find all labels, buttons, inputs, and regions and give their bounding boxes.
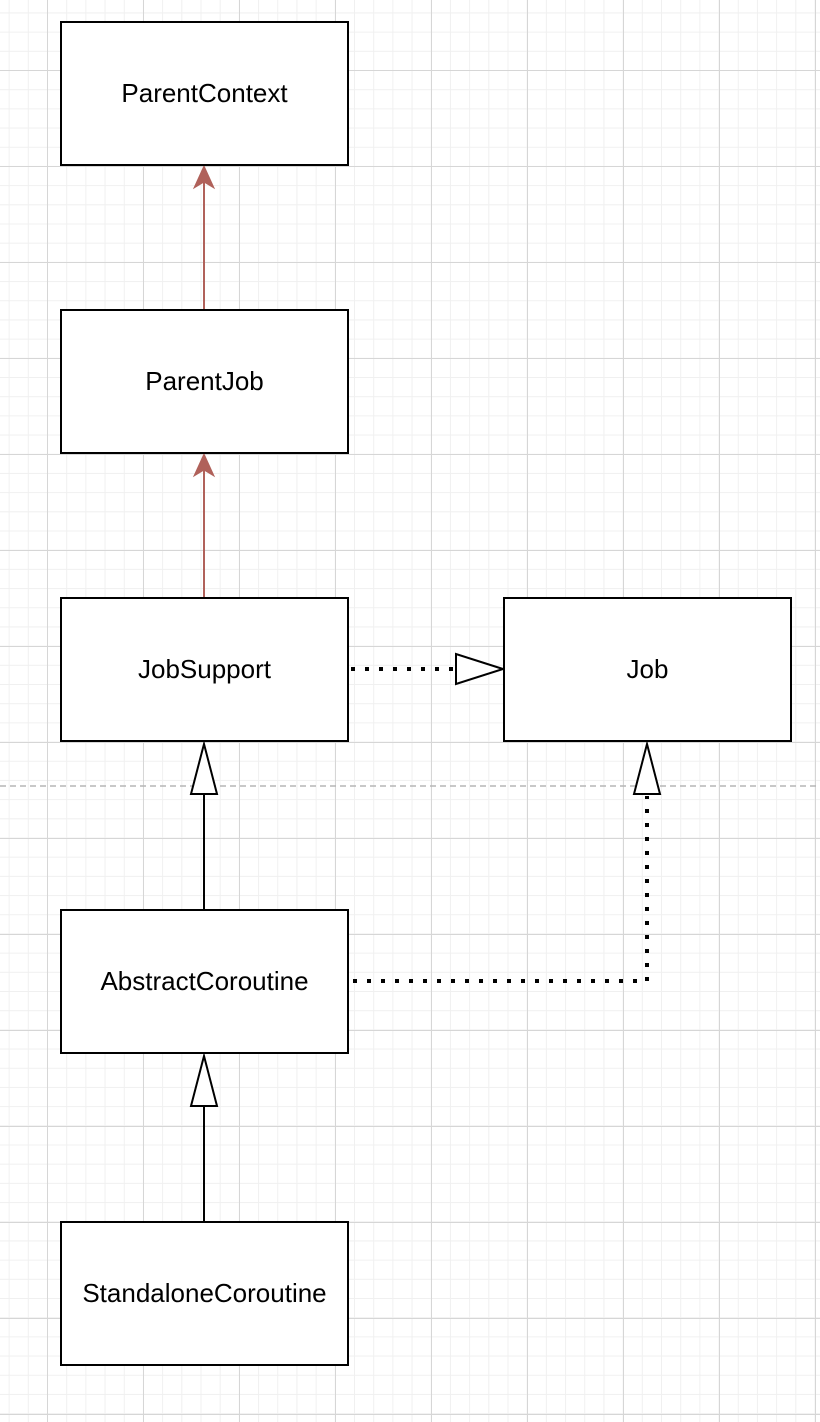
- node-abstract-coroutine[interactable]: AbstractCoroutine: [60, 909, 349, 1054]
- node-label: JobSupport: [138, 654, 271, 684]
- node-label: AbstractCoroutine: [100, 966, 309, 996]
- realization-line: [353, 796, 649, 983]
- hollow-triangle-icon: [189, 740, 219, 795]
- arrowhead-icon: [192, 164, 216, 190]
- node-standalone-coroutine[interactable]: StandaloneCoroutine: [60, 1221, 349, 1366]
- node-label: ParentJob: [145, 366, 264, 396]
- hollow-triangle-icon: [632, 740, 662, 795]
- node-label: StandaloneCoroutine: [82, 1278, 327, 1308]
- hollow-triangle-icon: [455, 652, 507, 686]
- hollow-triangle-icon: [189, 1052, 219, 1107]
- node-parent-job[interactable]: ParentJob: [60, 309, 349, 454]
- node-label: Job: [626, 654, 669, 684]
- edge-jobsupport-to-parentjob[interactable]: [192, 452, 216, 597]
- arrowhead-icon: [192, 452, 216, 478]
- node-job-support[interactable]: JobSupport: [60, 597, 349, 742]
- edge-abstractcoroutine-realizes-job[interactable]: [353, 740, 662, 983]
- node-parent-context[interactable]: ParentContext: [60, 21, 349, 166]
- edge-abstractcoroutine-extends-jobsupport[interactable]: [189, 740, 219, 909]
- edge-standalonecoroutine-extends-abstractcoroutine[interactable]: [189, 1052, 219, 1221]
- edge-parentjob-to-parentcontext[interactable]: [192, 164, 216, 309]
- edge-jobsupport-realizes-job[interactable]: [351, 652, 507, 686]
- node-label: ParentContext: [121, 78, 288, 108]
- node-job[interactable]: Job: [503, 597, 792, 742]
